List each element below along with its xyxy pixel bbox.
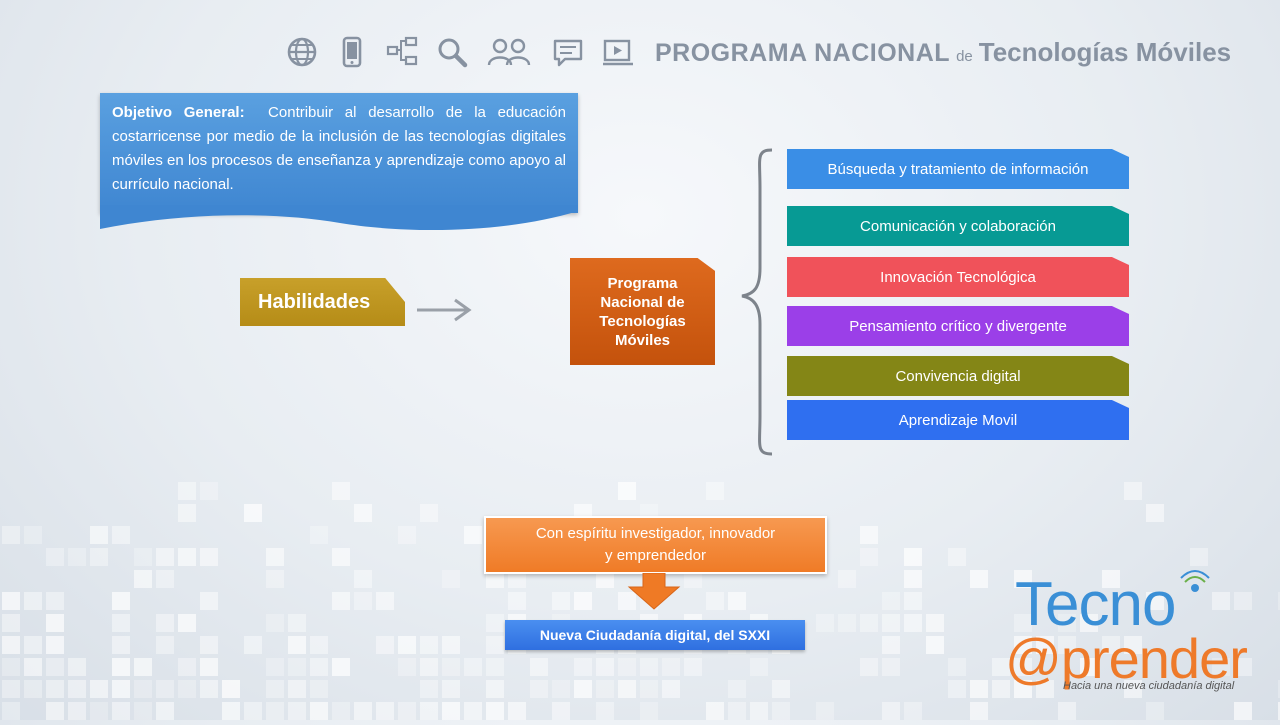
header-title: PROGRAMA NACIONAL de Tecnologías Móviles: [655, 37, 1231, 68]
header: PROGRAMA NACIONAL de Tecnologías Móviles: [285, 30, 1231, 74]
skill-item: Innovación Tecnológica: [787, 257, 1129, 297]
programa-box: Programa Nacional de Tecnologías Móviles: [570, 258, 715, 365]
objective-text: Contribuir al desarrollo de la educación…: [112, 104, 566, 193]
header-title-de: de: [956, 47, 973, 65]
sitemap-icon: [385, 35, 419, 69]
tecnoaprender-logo: Tecno @prender: [1005, 570, 1248, 690]
skill-item: Pensamiento crítico y divergente: [787, 306, 1129, 346]
skill-item: Comunicación y colaboración: [787, 206, 1129, 246]
video-icon: [601, 35, 635, 69]
arrow-right-icon: [417, 298, 472, 322]
espiritu-box: Con espíritu investigador, innovador y e…: [484, 516, 827, 574]
habilidades-box: Habilidades: [240, 278, 405, 326]
globe-icon: [285, 35, 319, 69]
people-icon: [485, 35, 535, 69]
skill-item: Convivencia digital: [787, 356, 1129, 396]
skill-item: Aprendizaje Movil: [787, 400, 1129, 440]
chat-icon: [551, 35, 585, 69]
objective-wave: [100, 205, 578, 231]
nueva-ciudadania-box: Nueva Ciudadanía digital, del SXXI: [505, 620, 805, 650]
down-arrow-icon: [627, 573, 681, 610]
espiritu-line1: Con espíritu investigador, innovador: [535, 525, 776, 542]
svg-text:@prender: @prender: [1005, 627, 1247, 690]
curly-brace-icon: [741, 148, 773, 456]
svg-text:Tecno: Tecno: [1015, 570, 1175, 639]
header-title-main: PROGRAMA NACIONAL: [655, 38, 951, 67]
phone-icon: [335, 35, 369, 69]
objective-lead: Objetivo General:: [112, 104, 245, 121]
skill-item: Búsqueda y tratamiento de información: [787, 149, 1129, 189]
espiritu-line2: y emprendedor: [605, 547, 706, 564]
logo-tagline: Hacia una nueva ciudadanía digital: [1063, 680, 1235, 692]
objective-box: Objetivo General: Contribuir al desarrol…: [100, 93, 578, 213]
search-icon: [435, 35, 469, 69]
header-title-tail: Tecnologías Móviles: [978, 36, 1232, 67]
